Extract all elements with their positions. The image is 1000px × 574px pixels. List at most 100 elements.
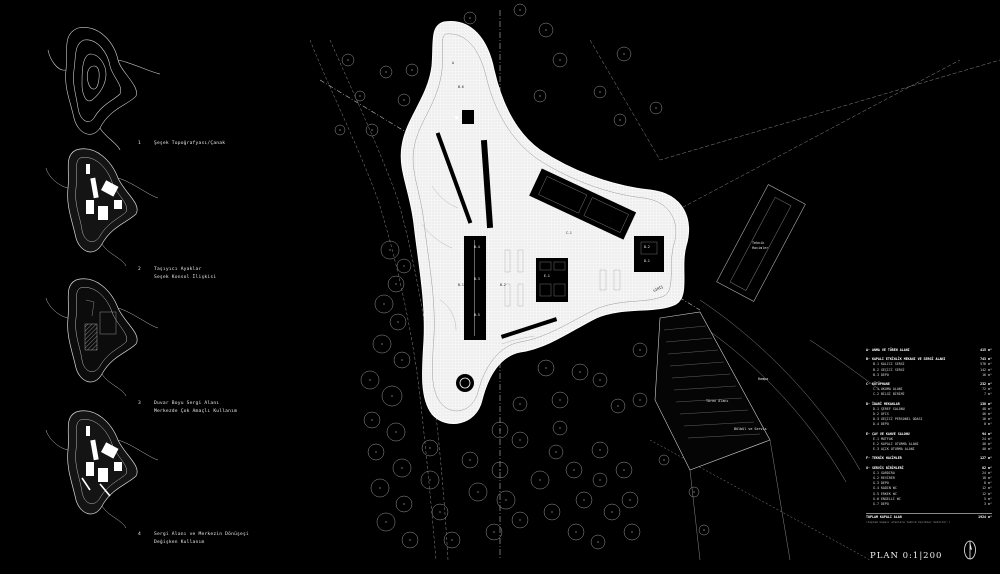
legend-total-value: 1924 m²: [978, 515, 992, 520]
tree-trunk: [397, 321, 399, 323]
tree-icon: [538, 22, 554, 38]
legend-section-row: A- ANMA VE TÖREN ALANI 415 m²: [866, 348, 992, 353]
tree-trunk: [639, 399, 641, 401]
legend-section-value: 82 m²: [982, 465, 992, 470]
tree-trunk: [469, 17, 471, 19]
tree-trunk: [379, 487, 381, 489]
legend-section-label: C- KÜTÜPHANE: [866, 382, 890, 387]
legend-section-label: A- ANMA VE TÖREN ALANI: [866, 348, 910, 352]
tree-icon: [389, 313, 407, 331]
area-schedule: A- ANMA VE TÖREN ALANI 415 m² B- KAPALI ET…: [866, 348, 992, 526]
legend-section-value: 232 m²: [980, 382, 992, 387]
tree-trunk: [631, 531, 633, 533]
legend-section-value: 127 m²: [980, 456, 992, 461]
legend-item-label: G-2 REVİRER: [873, 476, 895, 481]
tree-icon: [381, 385, 403, 407]
tree-trunk: [385, 521, 387, 523]
tree-trunk: [339, 129, 341, 131]
tree-icon: [485, 523, 503, 541]
legend-section-value: 415 m²: [980, 348, 992, 352]
legend-item-label: G-6 ENGELLİ WC: [873, 496, 901, 501]
tree-trunk: [429, 479, 431, 481]
tree-icon: [365, 123, 379, 137]
label-ramp: Rampa: [758, 377, 768, 381]
legend-item-value: 48 m²: [982, 406, 992, 411]
tree-icon: [593, 85, 607, 99]
tree-trunk: [409, 539, 411, 541]
label-b2: B-2: [500, 283, 506, 287]
diagram-2-structural-legs: [45, 148, 159, 267]
tree-icon: [543, 503, 561, 521]
ceremony-ramp: [654, 311, 791, 561]
tree-trunk: [395, 283, 397, 285]
tree-trunk: [519, 519, 521, 521]
tree-icon: [591, 441, 609, 459]
tree-icon: [511, 511, 529, 529]
label-ceremony-area: Tören Alanı: [706, 399, 728, 403]
tree-trunk: [629, 499, 631, 501]
tree-icon: [513, 3, 527, 17]
legend-item-value: 16 m²: [982, 417, 992, 422]
label-vip: Bülbül ve Servis: [734, 427, 767, 431]
tree-icon: [421, 439, 439, 457]
tree-icon: [397, 93, 411, 107]
tree-trunk: [545, 367, 547, 369]
tree-trunk: [573, 469, 575, 471]
tree-icon: [552, 52, 568, 68]
legend-item-value: 8 m²: [984, 422, 992, 427]
legend-item-label: G-4 KADIN WC: [873, 486, 897, 491]
legend-item-value: 46 m²: [982, 412, 992, 417]
label-entrance: GİRİŞ: [652, 284, 663, 293]
tree-icon: [615, 461, 633, 479]
tree-icon: [533, 89, 547, 103]
legend-section-label: B- KAPALI ETKİNLİK MEKANI VE SERGİ ALANI: [866, 357, 946, 362]
legend-item-label: E-2 KAPALI OTURMA ALANI: [873, 442, 919, 447]
tree-trunk: [451, 539, 453, 541]
tree-trunk: [499, 429, 501, 431]
legend-item-value: 3 m²: [984, 502, 992, 507]
legend-item-label: C-2 BİLGİ BİRİMİ: [873, 392, 905, 397]
tree-trunk: [519, 439, 521, 441]
tree-trunk: [639, 349, 641, 351]
tree-icon: [548, 444, 564, 460]
tree-trunk: [559, 59, 561, 61]
tree-icon: [649, 101, 663, 115]
tree-icon: [590, 534, 606, 550]
tree-icon: [341, 53, 355, 67]
tree-icon: [374, 294, 394, 314]
tree-trunk: [663, 459, 665, 461]
legend-section-label: D- İDARİ MEKANLAR: [866, 401, 900, 406]
legend-item-value: 8 m²: [984, 481, 992, 486]
label-b6: B-6: [458, 85, 464, 89]
tree-icon: [396, 258, 412, 274]
tree-icon: [565, 461, 583, 479]
tree-trunk: [499, 469, 501, 471]
legend-item-label: G-3 DEPO: [873, 481, 889, 486]
tree-trunk: [539, 479, 541, 481]
tree-icon: [575, 491, 593, 509]
tree-icon: [530, 470, 550, 490]
legend-item-label: D-3 GEÇİCİ PERSONEL ODASI: [873, 417, 923, 422]
legend-note: (toplam kapalı alanlara teknik hacimler …: [866, 520, 951, 525]
tree-trunk: [545, 29, 547, 31]
legend-item-value: 5 m²: [984, 496, 992, 501]
tree-trunk: [519, 9, 521, 11]
legend-section-row: C- KÜTÜPHANE 232 m²: [866, 382, 992, 387]
tree-icon: [537, 359, 555, 377]
tree-trunk: [385, 71, 387, 73]
tree-icon: [511, 431, 529, 449]
tree-icon: [632, 342, 648, 358]
tree-icon: [632, 392, 648, 408]
tree-trunk: [623, 469, 625, 471]
legend-item-row: D-3 GEÇİCİ PERSONEL ODASI 16 m²: [866, 417, 992, 422]
